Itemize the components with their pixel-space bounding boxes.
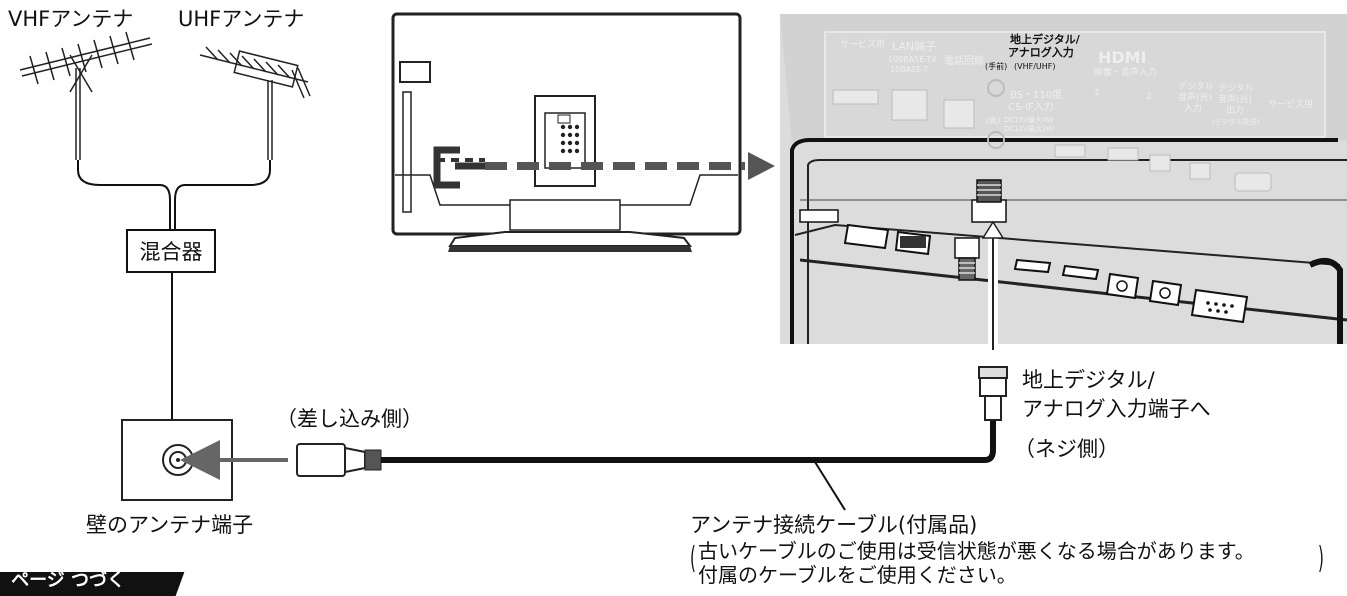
screw-side-label: （ネジ側） [1014,437,1119,461]
tv-back-illustration [391,12,775,252]
cable-pointer [814,461,846,511]
panel-digital-in3: 入力 [1184,104,1203,114]
panel-terrestrial-line2: アナログ入力 [1008,46,1074,59]
tv-terminal-label-line2: アナログ入力端子へ [1022,397,1211,421]
cable-plug-left [296,443,382,477]
panel-terrestrial-sub: (VHF/UHF) [1014,62,1056,71]
panel-terrestrial-line1: 地上デジタル/ [1010,33,1080,46]
mixer-label: 混合器 [139,240,203,264]
panel-lan-spec2: 10BASE-T [890,65,929,74]
panel-digital-in1: デジタル [1178,82,1214,92]
mixer-box: 混合器 [126,229,216,273]
panel-terrestrial-pre: (手前) [985,62,1008,71]
panel-bs-sub1: DC15V最大4W [1004,116,1054,124]
panel-hdmi-logo: HDMI [1098,48,1147,67]
uhf-antenna-icon [199,46,311,160]
panel-bs-sub2: DC11V最大2W [1004,125,1054,133]
cable-plug-right [978,340,1008,421]
cable-note-line2: 付属のケーブルをご使用ください。 [698,563,1017,587]
panel-digital-out3: 出力 [1226,106,1245,116]
vhf-antenna-label: VHFアンテナ [8,7,134,31]
panel-service2-label: サービス用 [1268,100,1314,110]
note-open-paren: ( [690,541,696,576]
panel-digital-out2: 音声(光) [1218,95,1253,105]
page-continue-tab: ページ つづく [0,570,185,596]
panel-lan-spec1: 100BASE-TX [888,55,937,64]
panel-bs-pre: (奥) [986,116,1001,125]
panel-hdmi-2: 2 [1146,92,1152,102]
panel-bs-line1: BS・110度 [1010,90,1063,101]
antenna-cable [381,420,996,463]
panel-hdmi-1: 1 [1094,88,1100,98]
plug-side-label: （差し込み側） [276,407,423,431]
terminal-panel-closeup [780,14,1347,350]
antenna-wires [77,160,271,420]
tv-terminal-label-line1: 地上デジタル/ [1022,368,1155,392]
panel-digital-out1: デジタル [1218,84,1254,94]
panel-service-label: サービス用 [840,40,886,50]
panel-digital-in2: 音声(光) [1178,93,1213,103]
panel-digital-out4: (デジタル放送) [1212,118,1260,126]
vhf-antenna-icon [19,31,153,160]
cable-note-line1: 古いケーブルのご使用は受信状態が悪くなる場合があります。 [698,539,1255,563]
note-close-paren: ) [1318,541,1324,576]
uhf-antenna-label: UHFアンテナ [178,7,305,31]
page-continue-label: ページ つづく [11,570,125,591]
panel-lan-label: LAN端子 [892,40,937,53]
cable-title-label: アンテナ接続ケーブル(付属品) [690,513,978,537]
wall-terminal-label: 壁のアンテナ端子 [86,513,254,537]
panel-hdmi-sub: 映像・音声入力 [1094,68,1158,78]
panel-bs-line2: CS-IF入力 [1008,102,1054,113]
panel-phone-label: 電話回線 [944,56,984,67]
